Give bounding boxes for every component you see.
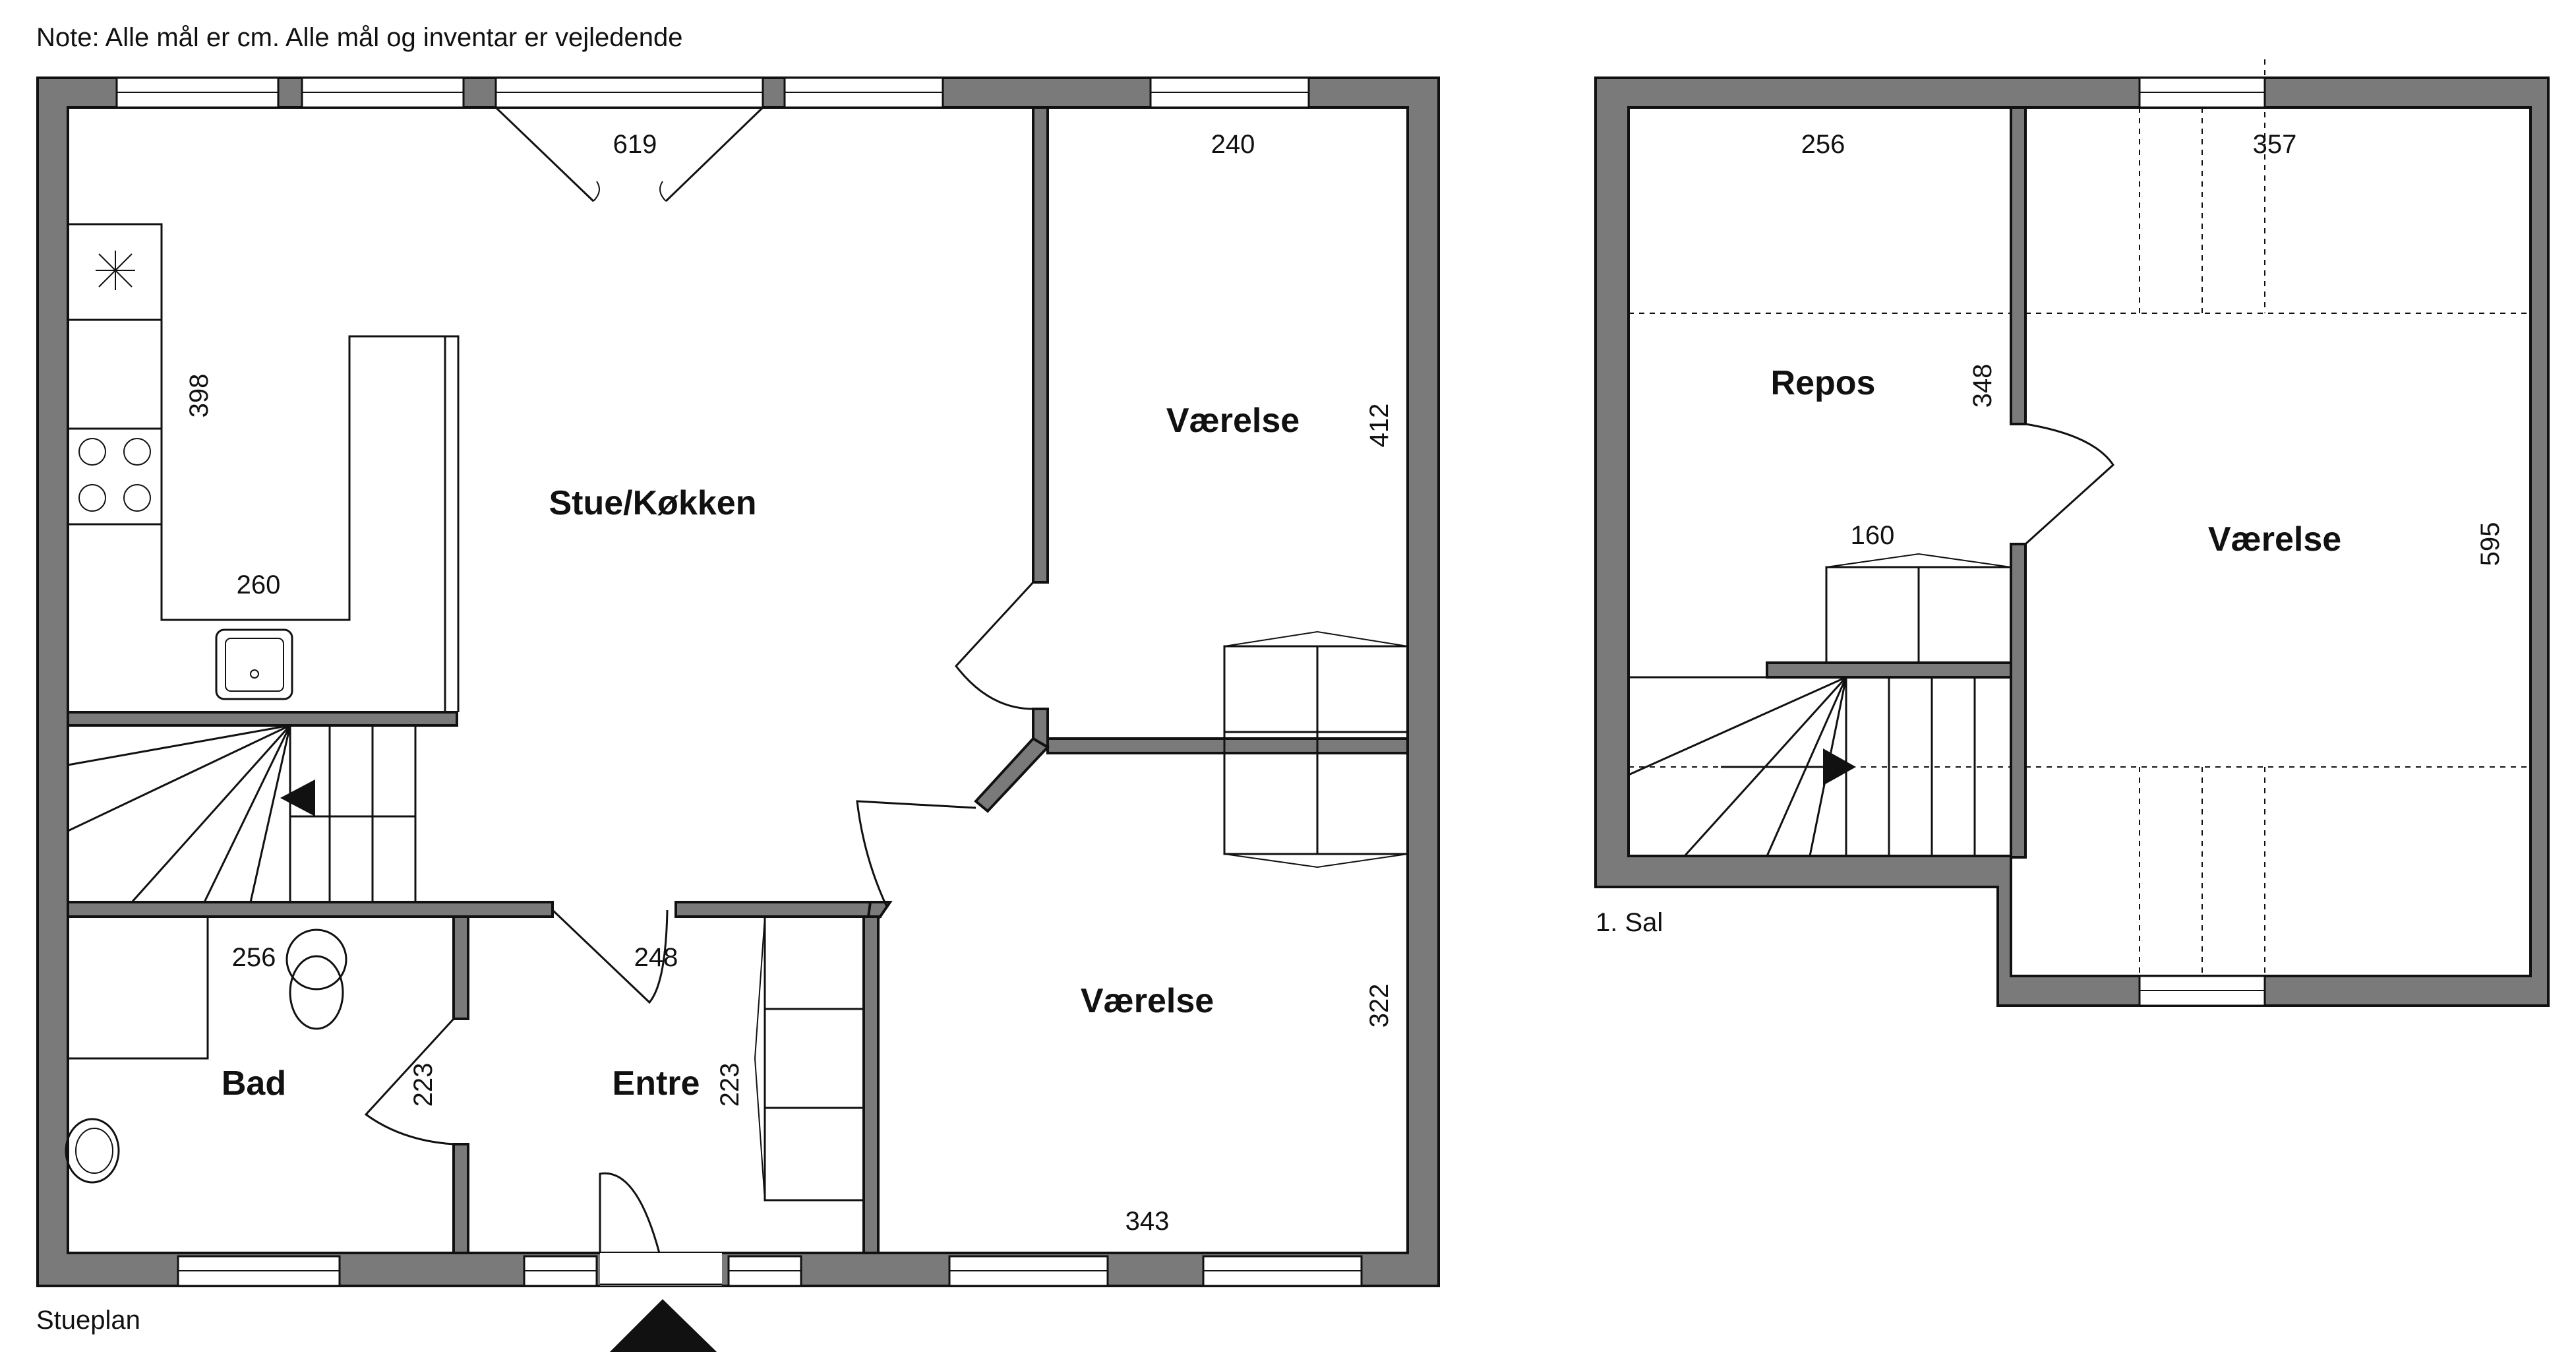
- door-swing: [2024, 423, 2114, 545]
- dimension-label: 223: [715, 1063, 744, 1107]
- room-label-vaerelse: Værelse: [2208, 520, 2341, 559]
- room-label-repos: Repos: [1771, 364, 1876, 402]
- staircase: [1628, 553, 2012, 857]
- kitchen-island: [160, 335, 460, 712]
- interior-wall: [2010, 106, 2027, 425]
- interior-wall: [452, 915, 469, 1020]
- floor-label: Stueplan: [36, 1306, 140, 1335]
- first-floor-plan: Repos Værelse 256 357 348 160 595 1. Sal: [1594, 59, 2550, 1007]
- dimension-label: 343: [1125, 1207, 1170, 1236]
- dimension-label: 412: [1365, 404, 1394, 448]
- interior-wall: [2010, 543, 2027, 859]
- wardrobe: [754, 630, 1409, 1202]
- dimension-label: 248: [634, 943, 678, 972]
- room-label-vaerelse: Værelse: [1081, 982, 1214, 1020]
- interior-wall: [452, 1143, 469, 1254]
- dimension-label: 348: [1968, 364, 1997, 408]
- toilet-icon: [285, 929, 347, 990]
- dimension-label: 357: [2253, 130, 2297, 159]
- sloped-ceiling-lines: [1629, 59, 2531, 976]
- front-door-opening: [600, 1253, 722, 1286]
- interior-wall: [974, 737, 1050, 813]
- dimension-label: 322: [1365, 984, 1394, 1028]
- ground-floor-plan: Stue/Køkken Værelse Værelse Bad Entre 61…: [36, 76, 1440, 1352]
- room-label-entre: Entre: [613, 1064, 700, 1103]
- room-label-bad: Bad: [222, 1064, 286, 1103]
- stair-direction-arrow-icon: [280, 779, 315, 816]
- dimension-label: 256: [1801, 130, 1845, 159]
- dimension-label: 256: [232, 943, 276, 972]
- floor-label: 1. Sal: [1596, 908, 1663, 937]
- dimension-label: 160: [1851, 521, 1895, 550]
- interior-wall: [1032, 106, 1049, 584]
- dimension-label: 595: [2476, 522, 2505, 566]
- interior-wall: [1046, 737, 1409, 754]
- stair-rail-wall: [67, 711, 458, 727]
- entrance-arrow-icon: [610, 1299, 717, 1352]
- dimension-label: 223: [409, 1063, 438, 1107]
- note-text: Note: Alle mål er cm. Alle mål og invent…: [36, 23, 683, 52]
- interior-wall: [67, 901, 554, 918]
- washbasin-icon: [65, 1118, 120, 1184]
- interior-wall: [674, 901, 882, 918]
- door-swings: [364, 106, 1034, 1254]
- sink-icon: [215, 628, 293, 700]
- staircase: [67, 724, 417, 903]
- dimension-label: 260: [237, 570, 281, 599]
- stove-burner-icon: [78, 438, 106, 466]
- room-label-stue-koekken: Stue/Køkken: [549, 484, 757, 522]
- interior-wall: [862, 915, 880, 1254]
- first-outer-wall: [1594, 76, 2550, 1007]
- room-label-vaerelse: Værelse: [1166, 402, 1300, 440]
- kitchen-counter: [67, 223, 163, 526]
- stair-direction-arrow-icon: [1823, 748, 1856, 785]
- dimension-label: 619: [613, 130, 657, 159]
- stair-rail-wall: [1766, 661, 2012, 679]
- shower: [68, 917, 209, 1060]
- dimension-label: 398: [185, 374, 214, 418]
- dimension-label: 240: [1211, 130, 1255, 159]
- ground-outer-wall: [36, 76, 1440, 1287]
